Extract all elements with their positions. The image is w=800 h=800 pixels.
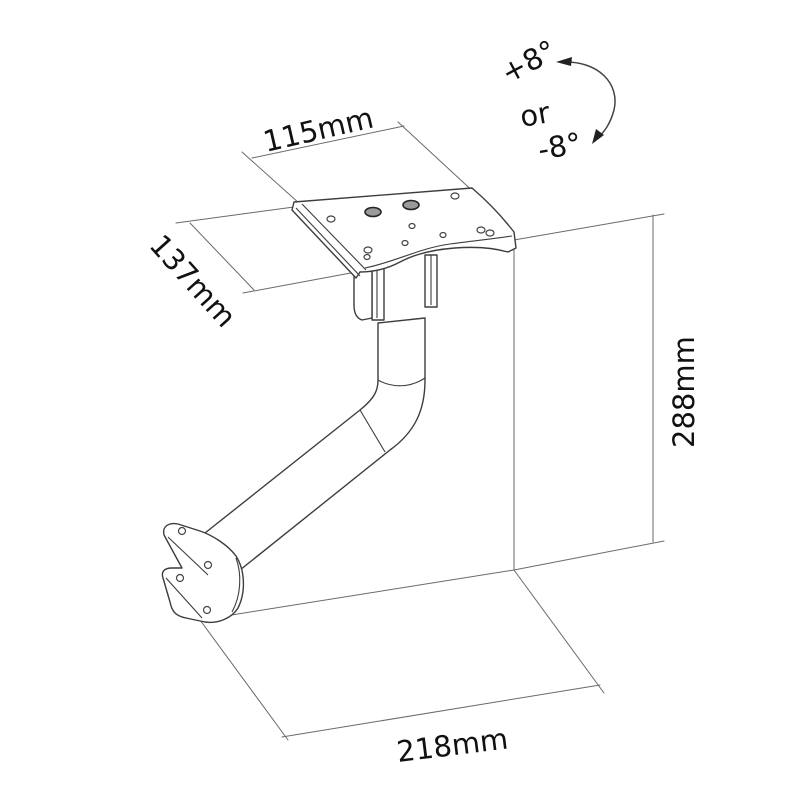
label-tilt-or: or: [517, 95, 552, 134]
top-mounting-plate: [291, 187, 517, 279]
curved-double-arrow-icon: [556, 57, 616, 144]
label-tilt-plus: +8°: [495, 33, 562, 90]
vertical-tube-and-tabs: [353, 254, 438, 321]
dimension-height: 288mm: [513, 213, 701, 571]
dimension-plate-width: 115mm: [241, 101, 479, 205]
foot-plate: [161, 522, 245, 624]
label-reach: 218mm: [395, 722, 510, 769]
label-plate-depth: 137mm: [143, 228, 243, 334]
tilt-indicator: +8° or -8°: [495, 33, 616, 167]
mount-bracket: [161, 187, 517, 624]
dimension-reach: 218mm: [199, 569, 605, 769]
label-plate-width: 115mm: [260, 101, 377, 159]
arm-diagonal-tube: [199, 317, 426, 579]
label-height: 288mm: [667, 336, 701, 448]
label-tilt-minus: -8°: [535, 126, 584, 167]
